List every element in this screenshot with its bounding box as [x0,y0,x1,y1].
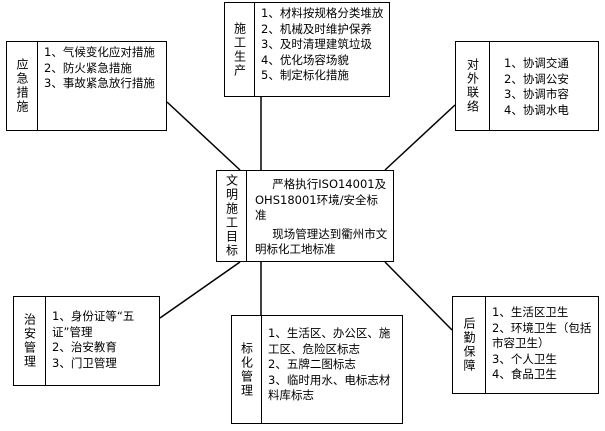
list-item: 2、五牌二图标志 [268,357,356,371]
list-item: 1、协调交通 [504,56,569,70]
list-item: 1、气候变化应对措施 [44,45,155,59]
node-security: 治安管理 1、身份证等“五证”管理 2、治安教育 3、门卫管理 [13,296,160,386]
node-emergency-title: 应急措施 [15,58,29,114]
node-center-text: 严格执行ISO14001及OHS18001环境/安全标准 现场管理达到衢州市文明… [247,171,393,261]
node-liaison: 对外联络 1、协调交通 2、协调公安 3、协调市容 4、协调水电 [455,41,599,131]
node-center: 文明施工目标 严格执行ISO14001及OHS18001环境/安全标准 现场管理… [216,170,394,262]
list-item: 4、协调水电 [504,102,569,117]
node-emergency-list: 1、气候变化应对措施 2、防火紧急措施 3、事故紧急放行措施 [38,42,166,130]
center-line: 严格执行ISO14001及OHS18001环境/安全标准 [255,177,387,222]
list-item: 3、事故紧急放行措施 [44,76,155,90]
link-emergency [166,101,241,171]
list-item: 4、食品卫生 [492,367,557,381]
list-item: 1、生活区卫生 [492,305,569,319]
center-line: 现场管理达到衢州市文明标化工地标准 [255,226,388,257]
list-item: 3、及时清理建筑垃圾 [261,37,372,51]
node-construction-title: 施工生产 [232,21,247,78]
link-liaison [384,104,456,171]
list-item: 2、机械及时维护保养 [261,21,372,36]
node-logistics-list: 1、生活区卫生 2、环境卫生（包括市容卫生） 3、个人卫生 4、食品卫生 [486,297,598,393]
node-construction: 施工生产 1、材料按规格分类堆放 2、机械及时维护保养 3、及时清理建筑垃圾 4… [224,2,390,97]
list-item: 4、优化场容场貌 [261,52,349,67]
node-signage: 标化管理 1、生活区、办公区、施工区、危险区标志 2、五牌二图标志 3、临时用水… [231,315,403,424]
list-item: 1、身份证等“五证”管理 [52,309,135,339]
link-security [159,261,241,319]
list-item: 3、临时用水、电标志材料库标志 [268,372,391,403]
node-emergency: 应急措施 1、气候变化应对措施 2、防火紧急措施 3、事故紧急放行措施 [6,41,167,131]
list-item: 2、防火紧急措施 [44,60,132,75]
node-liaison-list: 1、协调交通 2、协调公安 3、协调市容 4、协调水电 [490,42,598,130]
node-logistics: 后勤保障 1、生活区卫生 2、环境卫生（包括市容卫生） 3、个人卫生 4、食品卫… [452,296,599,394]
list-item: 3、门卫管理 [52,355,117,370]
list-item: 1、材料按规格分类堆放 [261,6,384,20]
node-signage-title: 标化管理 [239,341,254,398]
list-item: 1、生活区、办公区、施工区、危险区标志 [268,326,391,356]
list-item: 3、个人卫生 [492,351,557,366]
node-logistics-title: 后勤保障 [462,317,476,373]
list-item: 2、协调公安 [504,71,569,86]
node-security-title: 治安管理 [22,313,37,369]
list-item: 5、制定标化措施 [261,68,349,82]
node-signage-list: 1、生活区、办公区、施工区、危险区标志 2、五牌二图标志 3、临时用水、电标志材… [262,316,402,423]
node-security-list: 1、身份证等“五证”管理 2、治安教育 3、门卫管理 [46,297,159,385]
node-construction-list: 1、材料按规格分类堆放 2、机械及时维护保养 3、及时清理建筑垃圾 4、优化场容… [255,3,389,96]
link-logistics [384,261,453,331]
list-item: 2、环境卫生（包括市容卫生） [492,320,592,351]
list-item: 3、协调市容 [504,87,569,101]
list-item: 2、治安教育 [52,340,117,354]
node-liaison-title: 对外联络 [465,58,480,114]
node-center-title: 文明施工目标 [224,174,239,258]
